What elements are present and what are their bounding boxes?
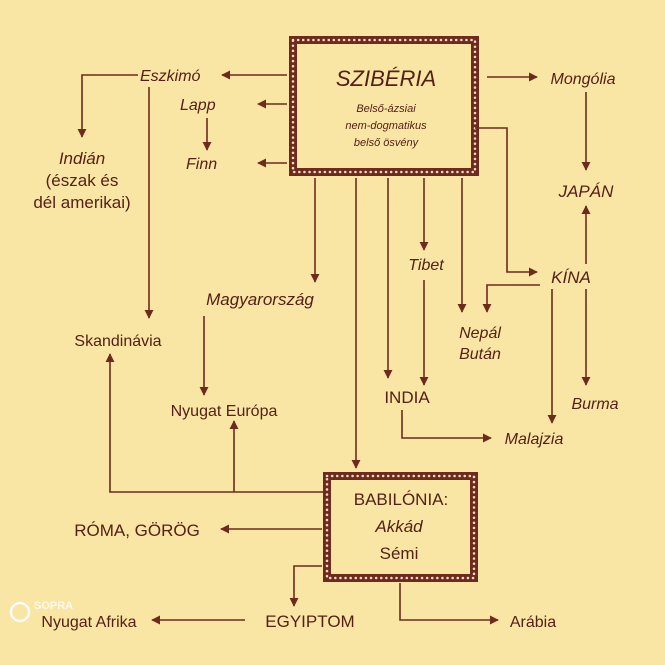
node-nepal-line1: Nepál <box>459 325 501 342</box>
node-arabia: Arábia <box>510 614 556 631</box>
node-mongolia: Mongólia <box>551 71 616 88</box>
node-burma: Burma <box>571 396 618 413</box>
babilonia-line1: BABILÓNIA: <box>354 490 448 509</box>
watermark-logo: SOPRA <box>9 600 73 623</box>
node-kina: KÍNA <box>551 268 591 287</box>
node-indian-line1: Indián <box>59 149 105 168</box>
babilonia-line3: Sémi <box>380 544 419 563</box>
node-egyiptom: EGYIPTOM <box>265 612 354 631</box>
node-nyugat-afrika: Nyugat Afrika <box>41 614 136 631</box>
node-nyugat-europa: Nyugat Európa <box>171 403 278 420</box>
edge-kina-nepal <box>482 284 540 313</box>
node-nepal-line2: Bután <box>459 346 501 363</box>
sziberia-box <box>289 36 479 176</box>
node-japan: JAPÁN <box>558 182 615 201</box>
edge-babilonia-egyiptom <box>289 565 322 607</box>
sziberia-sub-line2: nem-dogmatikus <box>345 120 427 132</box>
edge-babilonia-arabia <box>399 583 499 625</box>
node-malajzia: Malajzia <box>505 431 564 448</box>
node-roma: RÓMA, GÖRÖG <box>74 521 200 540</box>
sziberia-sub-line1: Belső-ázsiai <box>356 103 416 115</box>
node-indian-line3: dél amerikai) <box>33 193 130 212</box>
edge-eszkimo-indian <box>77 74 138 138</box>
babilonia-box <box>323 472 478 582</box>
sziberia-sub-line3: belső ösvény <box>354 137 420 149</box>
node-eszkimo: Eszkimó <box>140 68 201 85</box>
edge-babilonia-skandinavia <box>105 353 327 493</box>
sziberia-title: SZIBÉRIA <box>336 66 436 91</box>
watermark-text: SOPRA <box>34 600 73 612</box>
node-india: INDIA <box>384 388 430 407</box>
sziberia-box-dots <box>291 38 477 174</box>
node-finn: Finn <box>186 156 217 173</box>
node-skandinavia: Skandinávia <box>74 333 161 350</box>
node-indian-line2: (észak és <box>46 171 119 190</box>
babilonia-box-dots <box>325 474 476 580</box>
edge-sziberia-kina <box>475 127 538 277</box>
node-tibet: Tibet <box>408 257 444 274</box>
babilonia-line2: Akkád <box>374 517 423 536</box>
node-magyarorszag: Magyarország <box>206 290 314 309</box>
node-lapp: Lapp <box>180 97 216 114</box>
watermark-logo-icon <box>9 601 31 623</box>
edge-india-malajzia <box>401 410 492 443</box>
